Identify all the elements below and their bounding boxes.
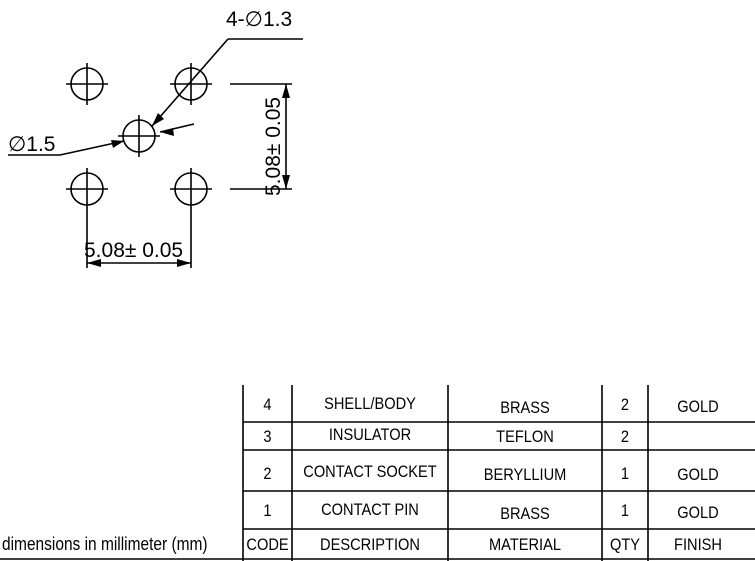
bom-header-code: CODE	[246, 535, 289, 554]
bom-description: SHELL/BODY	[324, 394, 416, 413]
bom-description: CONTACT SOCKET	[303, 462, 437, 481]
bom-header-qty: QTY	[609, 535, 641, 554]
hole-center	[118, 115, 160, 157]
bom-finish: GOLD	[677, 465, 719, 484]
hole-bottom-left	[66, 168, 108, 210]
bom-material: BERYLLIUM	[483, 465, 567, 484]
bom-material: BRASS	[500, 504, 550, 523]
bom-code: 2	[263, 464, 272, 483]
hole-callout-leader	[151, 38, 303, 127]
hole-callout-text: 4-∅1.3	[226, 8, 292, 31]
vertical-pitch-text: 5.08± 0.05	[262, 97, 285, 196]
bom-finish: GOLD	[677, 503, 719, 522]
bom-header-material: MATERIAL	[488, 535, 562, 554]
bom-table-grid	[0, 385, 755, 561]
center-hole-callout-text: ∅1.5	[8, 133, 56, 156]
hole-bottom-right	[170, 168, 212, 210]
hole-top-left	[66, 63, 108, 105]
bom-description: INSULATOR	[328, 425, 412, 444]
bom-code: 4	[263, 395, 272, 414]
hole-top-right	[170, 63, 212, 105]
bom-header-description: DESCRIPTION	[320, 535, 420, 554]
dimension-arrowheads	[87, 84, 290, 267]
bom-qty: 2	[620, 395, 630, 414]
bom-code: 3	[263, 427, 272, 446]
bom-material: BRASS	[500, 398, 550, 417]
bom-material: TEFLON	[496, 427, 554, 446]
units-note: dimensions in millimeter (mm)	[2, 534, 208, 554]
bom-qty: 2	[620, 427, 630, 446]
bom-qty: 1	[620, 501, 630, 520]
bom-qty: 1	[620, 464, 630, 483]
bom-code: 1	[263, 501, 272, 520]
horizontal-pitch-text: 5.08± 0.05	[84, 239, 183, 262]
bom-description: CONTACT PIN	[321, 500, 419, 519]
bom-header-finish: FINISH	[674, 535, 722, 554]
bom-finish: GOLD	[677, 397, 719, 416]
horizontal-dimension	[86, 210, 192, 268]
vertical-dimension	[230, 83, 292, 190]
